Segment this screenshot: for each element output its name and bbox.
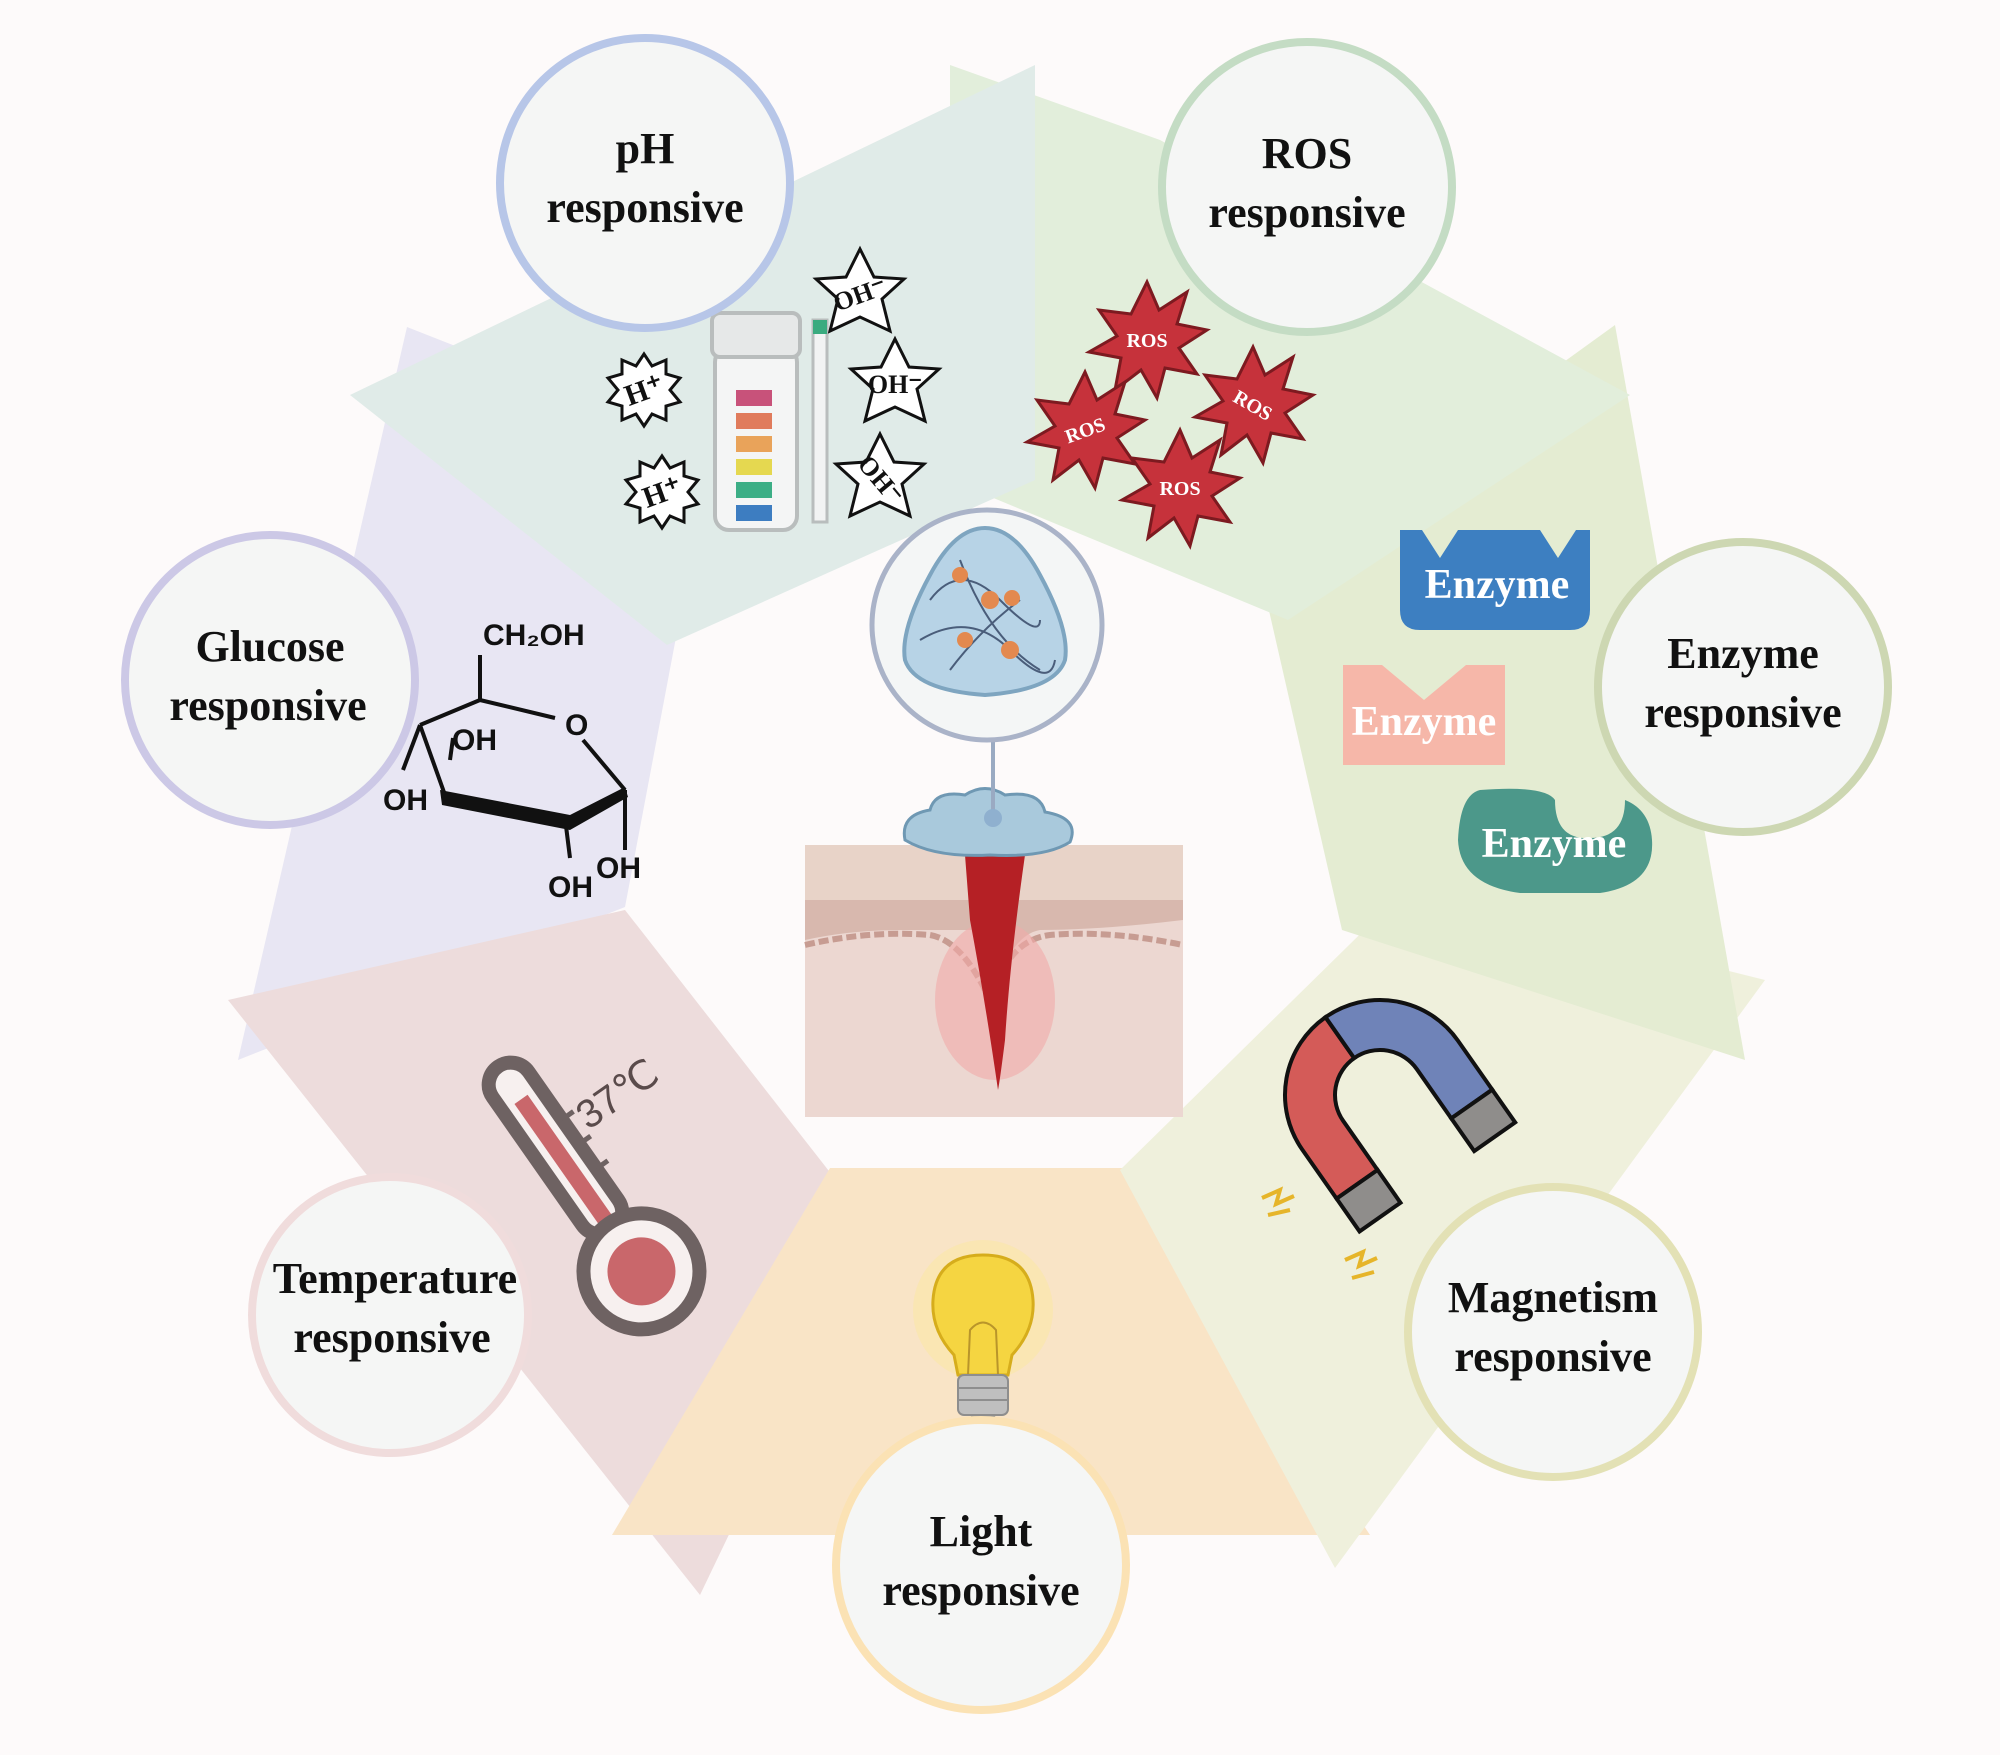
label-ph: pH responsive — [496, 34, 794, 332]
proton-star-1: H⁺ — [605, 351, 683, 429]
svg-text:Enzyme: Enzyme — [1425, 562, 1570, 608]
label-temperature: Temperature responsive — [248, 1173, 532, 1457]
glucose-ch2oh: CH₂OH — [483, 619, 585, 652]
sector-ros — [950, 65, 1630, 620]
magnet-tip-right — [1448, 1086, 1518, 1154]
glucose-oh-1: OH — [452, 724, 497, 757]
ph-bottle-cap — [710, 311, 802, 359]
svg-text:responsive: responsive — [293, 1313, 490, 1362]
magnet-red-arm — [1283, 1014, 1381, 1202]
svg-text:Enzyme: Enzyme — [1667, 629, 1819, 678]
magnet-tip-left — [1333, 1167, 1404, 1235]
hydroxide-star-3: OH⁻ — [832, 430, 928, 519]
enzyme-illustration: Enzyme Enzyme Enzyme — [1343, 530, 1653, 893]
svg-text:Light: Light — [930, 1507, 1033, 1556]
ros-burst-2: ROS — [1022, 368, 1149, 492]
glucose-structure — [401, 655, 627, 859]
svg-text:responsive: responsive — [882, 1566, 1079, 1615]
svg-text:responsive: responsive — [546, 183, 743, 232]
center-illustration — [804, 507, 1184, 1117]
magnet-blue-arm — [1322, 998, 1496, 1122]
ph-illustration: H⁺ H⁺ OH⁻ OH⁻ OH⁻ — [605, 245, 943, 532]
enzyme-blue — [1400, 530, 1590, 630]
svg-text:Enzyme: Enzyme — [1482, 821, 1627, 867]
hydroxide-star-2: OH⁻ — [847, 335, 943, 424]
magnet-illustration — [1283, 998, 1518, 1235]
svg-text:Enzyme: Enzyme — [1352, 699, 1497, 745]
sector-magnetism — [1120, 890, 1765, 1568]
hydroxide-star-1: OH⁻ — [812, 245, 908, 334]
svg-text:Glucose: Glucose — [195, 622, 344, 671]
proton-star-2: H⁺ — [623, 453, 701, 531]
svg-text:Magnetism: Magnetism — [1448, 1273, 1658, 1322]
enzyme-teal — [1458, 788, 1653, 893]
svg-text:Temperature: Temperature — [273, 1254, 517, 1303]
glucose-oh-4: OH — [596, 852, 641, 885]
enzyme-pink — [1343, 665, 1505, 765]
label-magnetism: Magnetism responsive — [1404, 1183, 1702, 1481]
svg-text:responsive: responsive — [1644, 688, 1841, 737]
drug-particles — [952, 567, 1020, 659]
svg-text:ROS: ROS — [1262, 129, 1352, 178]
ros-illustration: ROS ROS ROS ROS — [1022, 278, 1317, 550]
svg-text:ROS: ROS — [1159, 478, 1200, 500]
spark-icons — [1261, 1186, 1378, 1280]
ros-burst-1: ROS — [1084, 278, 1211, 402]
svg-text:responsive: responsive — [1454, 1332, 1651, 1381]
svg-text:pH: pH — [616, 124, 675, 173]
glucose-ring-front — [440, 787, 628, 830]
label-ros: ROS responsive — [1158, 38, 1456, 336]
svg-text:responsive: responsive — [169, 681, 366, 730]
thermometer-illustration — [481, 1055, 707, 1337]
ph-strip — [811, 318, 829, 524]
bulb-base — [957, 1374, 1009, 1416]
svg-text:ROS: ROS — [1126, 330, 1167, 352]
glucose-oh-2: OH — [383, 784, 428, 817]
wound-cut — [965, 855, 1025, 1090]
label-light: Light responsive — [832, 1416, 1130, 1714]
label-glucose: Glucose responsive — [121, 531, 419, 829]
glucose-oh-3: OH — [548, 871, 593, 904]
ros-burst-4: ROS — [1117, 426, 1244, 550]
ros-burst-3: ROS — [1190, 343, 1317, 467]
label-enzyme: Enzyme responsive — [1594, 538, 1892, 836]
glucose-o: O — [565, 709, 588, 742]
svg-text:responsive: responsive — [1208, 188, 1405, 237]
svg-text:OH⁻: OH⁻ — [868, 370, 922, 399]
connector-dot — [984, 809, 1002, 827]
